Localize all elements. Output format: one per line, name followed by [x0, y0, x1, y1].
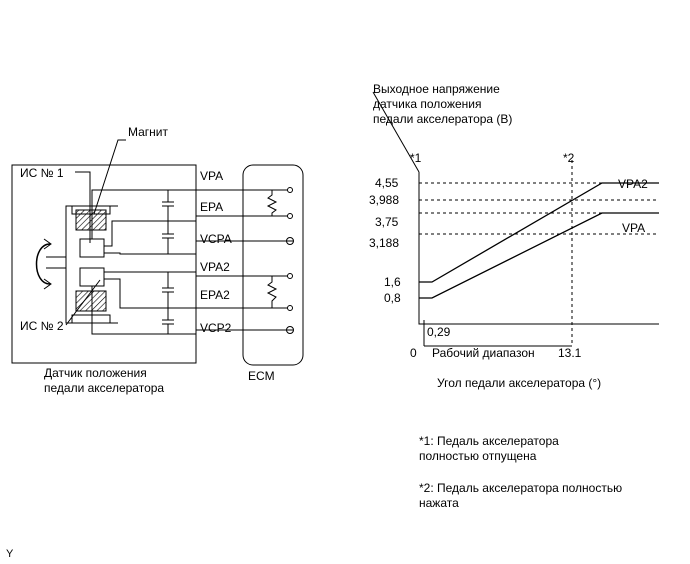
sensor-caption-line2: педали акселератора — [44, 381, 164, 395]
ic1-label: ИС № 1 — [20, 166, 64, 180]
ytick-1-6: 1,6 — [384, 275, 401, 289]
xtick-13-1: 13.1 — [558, 346, 582, 360]
resistor-vpa2 — [266, 276, 278, 308]
magnet-upper — [75, 209, 107, 231]
magnet-label: Магнит — [128, 125, 169, 139]
xtick-0-29: 0,29 — [427, 325, 451, 339]
ytick-3-988: 3,988 — [369, 193, 399, 207]
note2-line2: нажата — [419, 496, 459, 510]
signal-vcpa: VCPA — [200, 232, 232, 246]
ytick-3-75: 3,75 — [375, 215, 399, 229]
range-bracket — [423, 320, 572, 347]
ecm-label: ECM — [248, 369, 275, 383]
ylabel-line3: педали акселератора (В) — [373, 112, 512, 126]
signal-vcp2: VCP2 — [200, 321, 232, 335]
rotation-arrow — [35, 243, 51, 285]
range-label: Рабочий диапазон — [432, 346, 535, 360]
ytick-4-55: 4,55 — [375, 176, 399, 190]
chart-frame — [418, 172, 659, 325]
signal-vpa: VPA — [200, 169, 223, 183]
magnet-lower — [75, 290, 107, 312]
series-label-vpa2: VPA2 — [618, 177, 648, 191]
note1-line2: полностью отпущена — [419, 449, 537, 463]
marker1-label: *1 — [410, 151, 422, 165]
corner-label: Y — [6, 548, 14, 560]
ytick-3-188: 3,188 — [369, 236, 399, 250]
ylabel-line2: датчика положения — [373, 97, 482, 111]
ic1-chip — [79, 238, 105, 258]
resistor-vpa — [266, 190, 278, 216]
ylabel-line1: Выходное напряжение — [373, 82, 500, 96]
series-line-vpa — [419, 212, 659, 299]
voltage-chart — [372, 91, 659, 347]
xlabel: Угол педали акселератора (°) — [437, 376, 601, 390]
wiring-diagram — [11, 139, 304, 366]
series-line-vpa2 — [419, 182, 659, 283]
note2-line1: *2: Педаль акселератора полностью — [419, 481, 622, 495]
ic2-label: ИС № 2 — [20, 319, 64, 333]
ic2-chip — [79, 267, 105, 287]
ecm-box — [242, 164, 304, 366]
sensor-housing — [11, 164, 197, 364]
signal-vpa2: VPA2 — [200, 260, 230, 274]
marker2-label: *2 — [563, 151, 575, 165]
origin-label: 0 — [410, 346, 417, 360]
note1-line1: *1: Педаль акселератора — [419, 434, 559, 448]
signal-epa: EPA — [200, 200, 223, 214]
signal-epa2: EPA2 — [200, 288, 230, 302]
ytick-0-8: 0,8 — [384, 291, 401, 305]
series-label-vpa: VPA — [622, 221, 645, 235]
sensor-caption-line1: Датчик положения — [44, 366, 147, 380]
ylabel-leader — [372, 91, 420, 173]
